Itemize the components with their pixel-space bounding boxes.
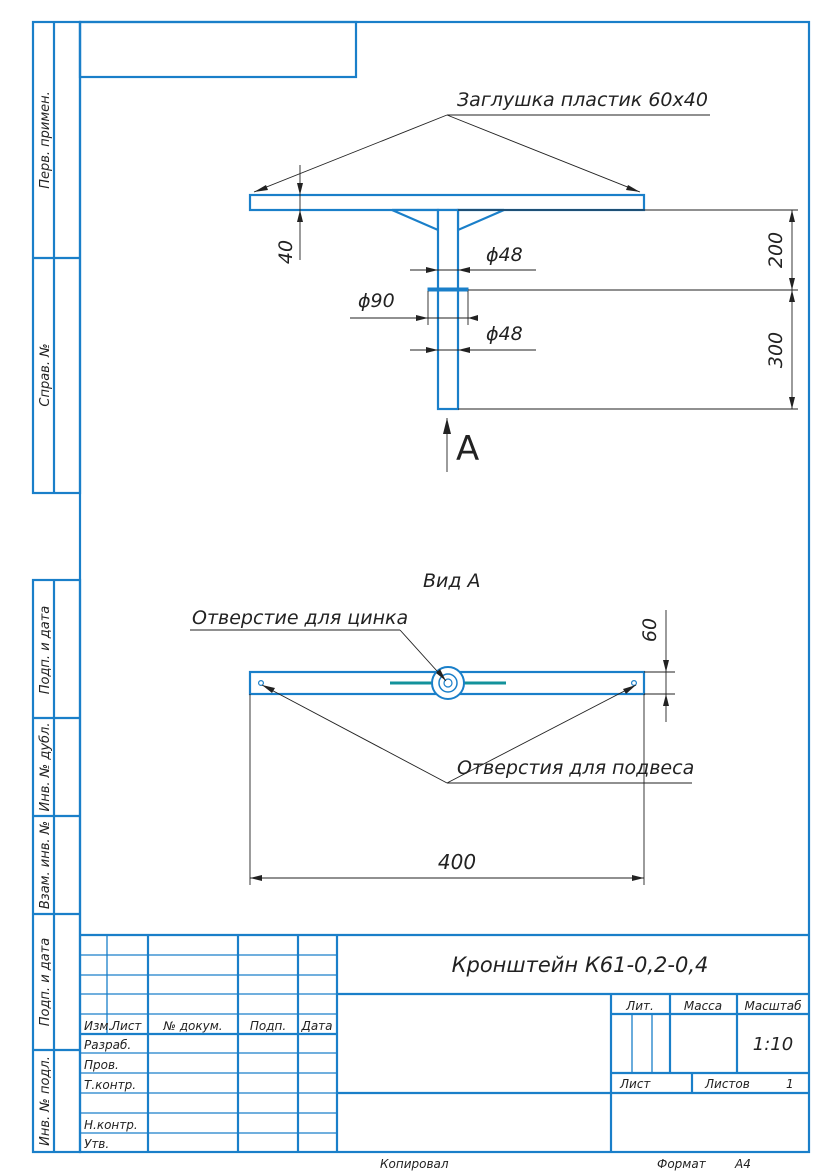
tb-listov-value: 1 xyxy=(786,1077,794,1091)
bracket-collar xyxy=(427,287,469,292)
side-label-inv-dubl: Инв. № дубл. xyxy=(38,723,53,812)
dim-40-text: 40 xyxy=(275,240,297,264)
title-block-grid xyxy=(80,933,809,1152)
view-title: Вид А xyxy=(423,570,481,592)
tb-row-utv: Утв. xyxy=(84,1137,109,1151)
tb-scale-value: 1:10 xyxy=(753,1034,793,1055)
callout-plug-leaders xyxy=(253,114,710,193)
tb-col-izm: Изм. xyxy=(84,1019,112,1033)
dim-d48-top-text: ϕ48 xyxy=(486,244,523,266)
side-label-podp-data-2: Подп. и дата xyxy=(38,938,53,1027)
bracket-elevation xyxy=(248,193,646,411)
dim-400-text: 400 xyxy=(438,850,476,874)
side-strip-upper xyxy=(31,20,82,495)
bracket-top-plate xyxy=(248,193,646,212)
dim-d48-bottom-text: ϕ48 xyxy=(486,323,523,345)
tb-col-data: Дата xyxy=(300,1019,332,1033)
callout-hang-holes-leaders xyxy=(261,684,692,784)
dim-d48-top-lines xyxy=(410,267,536,273)
tb-row-prov: Пров. xyxy=(84,1058,119,1072)
tb-list-label: Лист xyxy=(619,1077,651,1091)
tb-massa: Масса xyxy=(684,999,722,1013)
dim-400-lines xyxy=(249,694,645,885)
tb-masshtab: Масштаб xyxy=(744,999,802,1013)
tb-col-doc: № докум. xyxy=(162,1019,222,1033)
bracket-gusset-right xyxy=(456,208,505,232)
dim-d48-bottom-lines xyxy=(410,347,536,353)
tb-listov-label: Листов xyxy=(704,1077,750,1091)
dim-d90-text: ϕ90 xyxy=(358,290,395,312)
view-arrow-label: A xyxy=(456,429,479,469)
callout-zinc-hole-text: Отверстие для цинка xyxy=(192,607,408,629)
callout-zinc-hole-leaders xyxy=(190,629,447,682)
bracket-plan xyxy=(248,666,646,700)
side-label-perv-primen: Перв. примен. xyxy=(38,91,53,189)
dim-300-text: 300 xyxy=(765,332,787,368)
top-left-stamp-box xyxy=(78,20,358,79)
footer-kopiroval: Копировал xyxy=(380,1157,449,1171)
dim-200-300-lines xyxy=(458,209,798,410)
dim-d90-lines xyxy=(350,291,478,325)
title-block-title: Кронштейн К61-0,2-0,4 xyxy=(452,953,709,977)
tb-lit: Лит. xyxy=(625,999,654,1013)
dim-60-lines xyxy=(644,610,675,722)
tb-row-tkontr: Т.контр. xyxy=(84,1078,136,1092)
tb-col-list: Лист xyxy=(110,1019,142,1033)
tb-row-razrab: Разраб. xyxy=(84,1038,131,1052)
plan-hang-hole-left xyxy=(258,679,265,686)
side-label-sprav-no: Справ. № xyxy=(38,343,53,406)
callout-plug-text: Заглушка пластик 60х40 xyxy=(457,89,708,111)
bracket-gusset-left xyxy=(391,208,440,232)
side-label-vzam-inv: Взам. инв. № xyxy=(38,821,53,909)
plan-hang-hole-right xyxy=(630,679,637,686)
dim-40-lines xyxy=(297,165,303,260)
bracket-pipe xyxy=(436,208,460,411)
side-label-inv-podl: Инв. № подл. xyxy=(38,1056,53,1146)
dim-200-text: 200 xyxy=(765,232,787,268)
side-label-podp-data-1: Подп. и дата xyxy=(38,606,53,695)
tb-row-nkontr: Н.контр. xyxy=(84,1118,138,1132)
callout-hang-holes-text: Отверстия для подвеса xyxy=(457,757,694,779)
side-strip-lower xyxy=(31,578,82,1154)
tb-col-podp: Подп. xyxy=(250,1019,286,1033)
dim-60-text: 60 xyxy=(639,618,661,642)
footer-format-value: А4 xyxy=(734,1157,751,1171)
view-arrow xyxy=(443,418,451,472)
footer-format-label: Формат xyxy=(657,1157,707,1171)
